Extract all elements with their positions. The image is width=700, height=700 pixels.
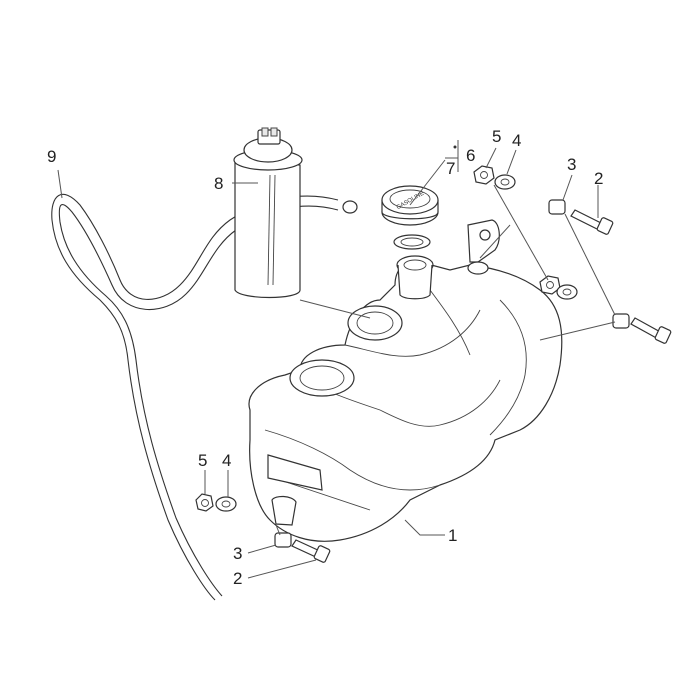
leader-lines	[57, 140, 616, 579]
fasteners	[195, 165, 672, 563]
callout-4-top: 4	[512, 131, 521, 150]
washer-top	[494, 174, 516, 190]
bracket-dot	[453, 145, 457, 149]
nut-top	[473, 165, 495, 185]
nut-bottom	[195, 493, 214, 512]
spacer-bottom	[274, 532, 292, 548]
callout-1: 1	[448, 526, 457, 545]
spacer-right	[612, 313, 630, 329]
callout-labels: 9 8 6 7 5 4 3 2 1 5 4 3 2	[47, 127, 603, 588]
callout-4-bottom: 4	[222, 451, 231, 470]
fuel-filler-cap: GASOLINE	[381, 185, 439, 226]
washer-mid	[556, 284, 578, 300]
callout-5-bottom: 5	[198, 451, 207, 470]
callout-2-top: 2	[594, 169, 603, 188]
callout-3-top: 3	[567, 155, 576, 174]
callout-5-top: 5	[492, 127, 501, 146]
callout-3-bottom: 3	[233, 544, 242, 563]
bolt-bottom	[291, 539, 331, 563]
callout-8: 8	[214, 174, 223, 193]
callout-2-bottom: 2	[233, 569, 242, 588]
callout-7: 7	[446, 159, 455, 178]
fuel-hose	[51, 193, 358, 601]
callout-6: 6	[466, 146, 475, 165]
spacer-top	[548, 199, 566, 215]
callout-9: 9	[47, 147, 56, 166]
fuel-tank	[248, 219, 563, 542]
fuel-level-sender	[233, 127, 303, 299]
bolt-top	[570, 209, 614, 235]
washer-bottom	[215, 496, 237, 512]
bolt-right	[630, 317, 672, 344]
cap-gasket	[393, 234, 431, 250]
